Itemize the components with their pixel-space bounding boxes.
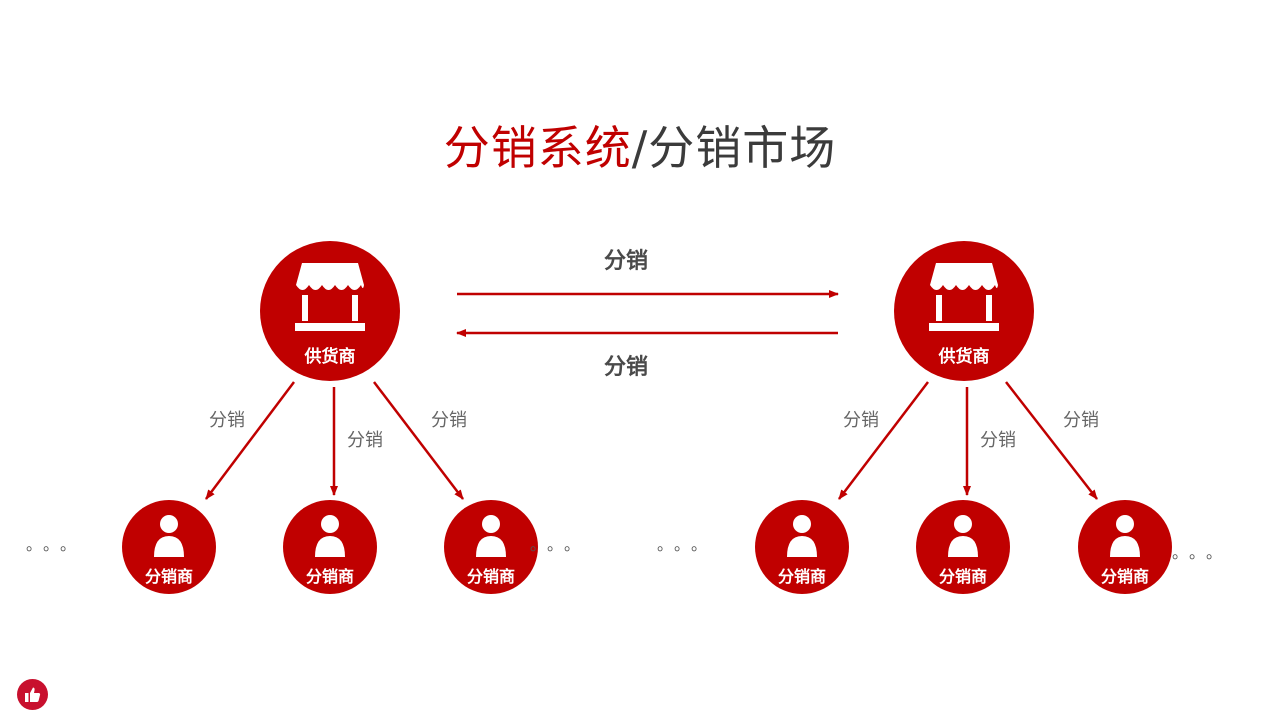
- supplier-label: 供货商: [304, 347, 356, 367]
- ellipsis-left-group-end: 。。。: [530, 535, 590, 554]
- user-icon: [476, 515, 506, 557]
- supplier-label: 供货商: [938, 347, 990, 367]
- user-icon: [315, 515, 345, 557]
- user-icon: [948, 515, 978, 557]
- distributor-label: 分销商: [305, 567, 354, 586]
- distributor-label: 分销商: [466, 567, 515, 586]
- distributor-node: 分销商: [444, 500, 538, 594]
- right-edge-label-1: 分销: [843, 410, 879, 431]
- distributor-label: 分销商: [144, 567, 193, 586]
- thumbs-up-badge: [17, 679, 48, 710]
- page-title: 分销系统/分销市场: [0, 118, 1280, 178]
- exchange-label-top: 分销: [604, 249, 649, 274]
- title-separator: /: [631, 121, 649, 175]
- distributor-label: 分销商: [938, 567, 987, 586]
- supplier-node-right: 供货商: [894, 241, 1034, 381]
- distributor-node: 分销商: [1078, 500, 1172, 594]
- user-icon: [787, 515, 817, 557]
- user-icon: [1110, 515, 1140, 557]
- distributor-label: 分销商: [1100, 567, 1149, 586]
- storefront-icon: [929, 263, 999, 331]
- thumbs-up-icon: [25, 687, 41, 702]
- right-edge-label-2: 分销: [980, 430, 1016, 451]
- storefront-icon: [295, 263, 365, 331]
- exchange-label-bottom: 分销: [604, 355, 649, 380]
- ellipsis-right-group-start: 。。。: [657, 535, 717, 554]
- right-edge-3: [1005, 381, 1098, 500]
- title-highlight: 分销系统: [443, 121, 632, 175]
- ellipsis-left-group-start: 。。。: [26, 535, 86, 554]
- left-edge-label-2: 分销: [347, 430, 383, 451]
- user-icon: [154, 515, 184, 557]
- ellipsis-right-group-end: 。。。: [1172, 543, 1232, 562]
- distributor-node: 分销商: [283, 500, 377, 594]
- right-edge-1: [838, 381, 929, 500]
- distributor-node: 分销商: [755, 500, 849, 594]
- left-edge-1: [205, 381, 295, 500]
- distributor-node: 分销商: [916, 500, 1010, 594]
- title-rest: 分销市场: [648, 121, 837, 175]
- supplier-node-left: 供货商: [260, 241, 400, 381]
- left-edge-label-3: 分销: [431, 410, 467, 431]
- distributor-label: 分销商: [777, 567, 826, 586]
- right-edge-label-3: 分销: [1063, 410, 1099, 431]
- distributor-node: 分销商: [122, 500, 216, 594]
- left-edge-label-1: 分销: [209, 410, 245, 431]
- left-edge-3: [373, 381, 464, 500]
